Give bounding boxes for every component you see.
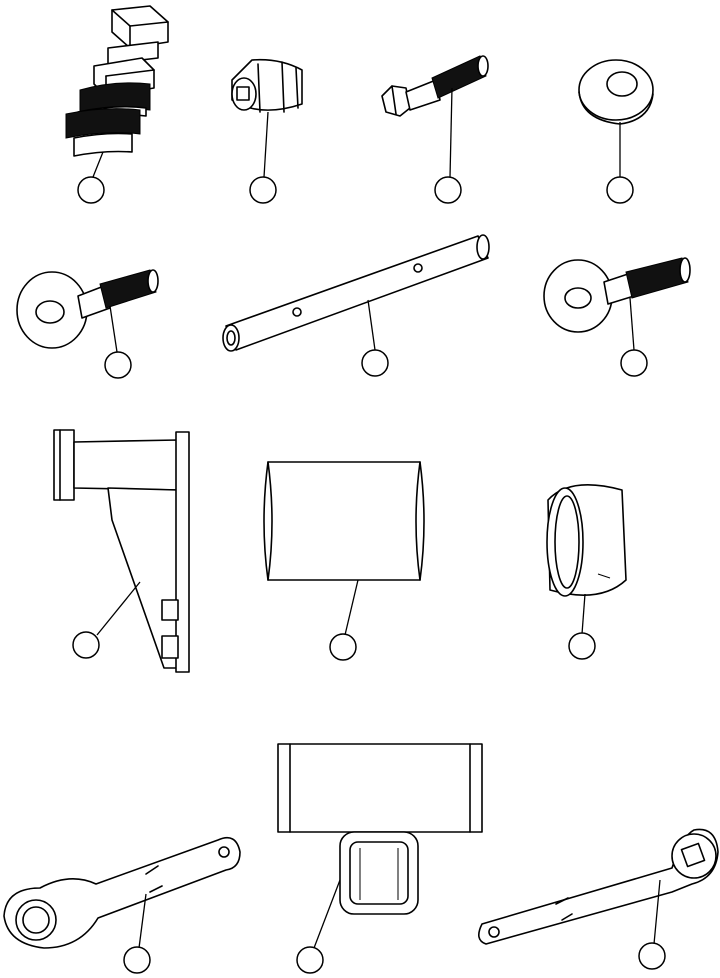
- box-end-wrench-icon: [3, 836, 241, 949]
- square-drive-wrench-icon: [478, 828, 719, 945]
- callout-box-wrench: [123, 946, 151, 974]
- callout-bolt: [434, 176, 462, 204]
- support-bracket-icon: [53, 429, 190, 673]
- threaded-bolt-icon: [381, 55, 489, 178]
- eye-bolt-left-icon: [16, 269, 159, 353]
- callout-quick-coupler: [77, 176, 105, 204]
- callout-square-wrench: [638, 942, 666, 970]
- callout-eye-bolt-left: [104, 351, 132, 379]
- square-drive-socket-icon: [231, 58, 303, 178]
- cylinder-sleeve-icon: [263, 461, 425, 636]
- drilled-rod-icon: [222, 234, 490, 352]
- callout-eye-bolt-right: [620, 349, 648, 377]
- callout-socket: [249, 176, 277, 204]
- callout-rod: [361, 349, 389, 377]
- quick-coupler-icon: [65, 5, 169, 178]
- callout-ring: [568, 632, 596, 660]
- callout-pusher: [296, 946, 324, 974]
- callout-sleeve: [329, 633, 357, 661]
- eye-bolt-right-icon: [543, 257, 691, 351]
- pusher-block-icon: [277, 743, 483, 949]
- ring-cup-icon: [546, 484, 627, 635]
- callout-washer: [606, 176, 634, 204]
- callout-bracket: [72, 631, 100, 659]
- flat-washer-icon: [578, 59, 654, 177]
